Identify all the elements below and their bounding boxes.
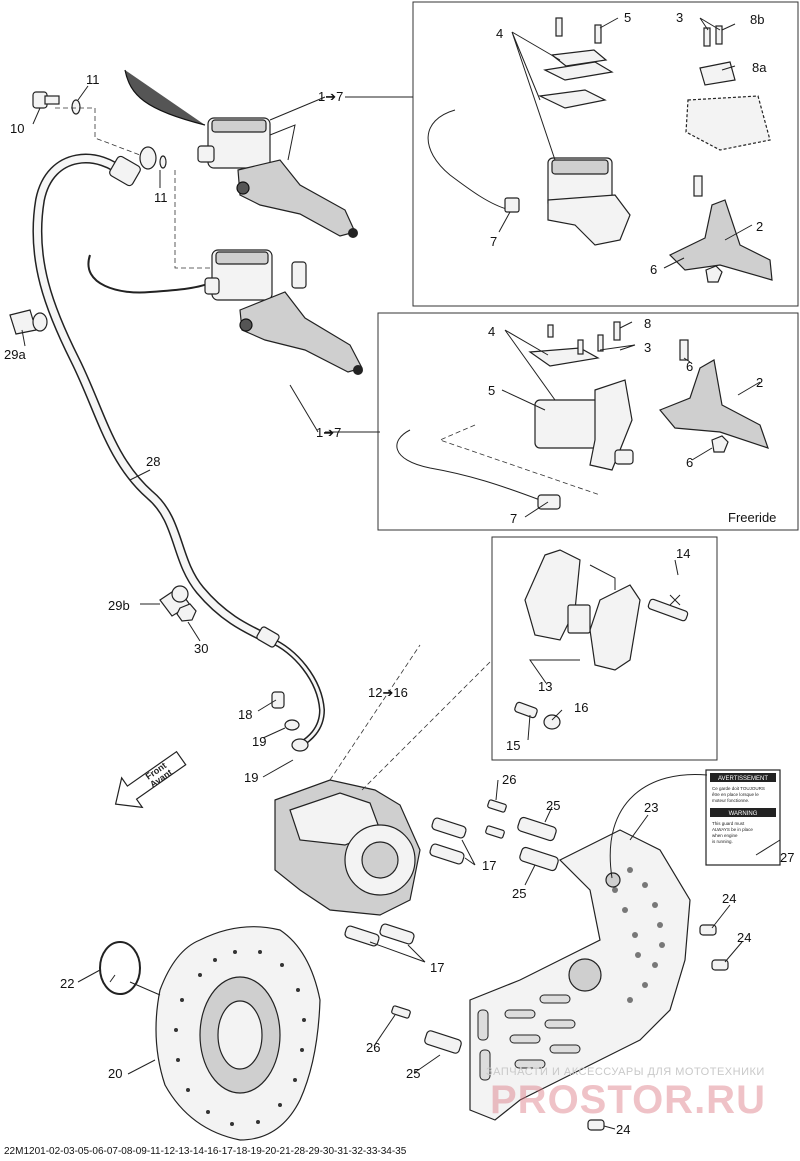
warning-text-fr-2: être en place lorsque le — [712, 792, 759, 797]
o-ring-22 — [99, 941, 141, 995]
box2-callout-7: 7 — [510, 511, 517, 526]
callout-11-bottom: 11 — [154, 190, 168, 205]
caliper-bolts-17 — [344, 817, 467, 947]
front-direction-arrow: Front Avant — [114, 750, 187, 809]
disc-guard-23 — [469, 829, 691, 1121]
warning-title-en: WARNING — [729, 811, 758, 817]
warning-text-fr-3: moteur fonctionne. — [712, 798, 749, 803]
hose-fitting-top — [109, 155, 141, 187]
box1-callout-3: 3 — [676, 10, 683, 25]
callout-29a: 29a — [4, 347, 26, 362]
box3-callout-13: 13 — [538, 679, 552, 694]
spacers-25 — [424, 816, 559, 1054]
box1-callout-4: 4 — [496, 26, 503, 41]
box2-callout-8: 8 — [644, 316, 651, 331]
box2-callout-5: 5 — [488, 383, 495, 398]
callout-29b: 29b — [108, 598, 130, 613]
callout-12-to-16: 12➔16 — [368, 685, 408, 700]
bolts-26 — [391, 799, 507, 1019]
banjo-bolt-10 — [32, 91, 60, 109]
box2-callout-6-top: 6 — [686, 359, 693, 374]
warning-text-fr-1: Ce garde doit TOUJOURS — [712, 786, 765, 791]
callout-1-to-7-bottom: 1➔7 — [316, 425, 341, 440]
box1-callout-5: 5 — [624, 10, 631, 25]
callout-19-top: 19 — [252, 734, 266, 749]
diagram-reference-code: 22M1201-02-03-05-06-07-08-09-11-12-13-14… — [4, 1146, 407, 1157]
warning-label-27: AVERTISSEMENT Ce garde doit TOUJOURS êtr… — [705, 769, 781, 866]
detail-box-master-cylinder — [412, 1, 799, 307]
callout-18: 18 — [238, 707, 252, 722]
callout-27: 27 — [780, 850, 794, 865]
warning-text-en-1: This guard must — [712, 821, 745, 826]
callout-26-top: 26 — [502, 772, 516, 787]
brake-hose-28 — [32, 153, 275, 645]
box3-parts — [514, 549, 689, 730]
warning-text-en-3: when engine — [712, 833, 738, 838]
callout-23: 23 — [644, 800, 658, 815]
box2-callout-2: 2 — [756, 375, 763, 390]
brake-caliper — [271, 691, 421, 916]
warning-text-en-4: is running. — [712, 839, 733, 844]
box1-parts — [427, 17, 773, 283]
brake-disc-20 — [155, 926, 321, 1141]
box2-callout-3: 3 — [644, 340, 651, 355]
callout-25-top: 25 — [546, 798, 560, 813]
box1-callout-8a: 8a — [752, 60, 767, 75]
hose-clip-29a — [9, 309, 48, 335]
box2-parts — [396, 321, 769, 510]
callout-25-middle: 25 — [512, 886, 526, 901]
callout-17-top: 17 — [482, 858, 496, 873]
callout-17-bottom: 17 — [430, 960, 444, 975]
callout-19-bottom: 19 — [244, 770, 258, 785]
master-cylinder-lower — [87, 249, 363, 375]
callout-30: 30 — [194, 641, 208, 656]
callout-24-top: 24 — [722, 891, 736, 906]
master-cylinder-upper — [124, 69, 358, 238]
leader-lines — [21, 17, 781, 1130]
callout-1-to-7-top: 1➔7 — [318, 89, 343, 104]
hose-fitting-bottom — [256, 626, 280, 648]
warning-text-en-2: ALWAYS be in place — [712, 827, 753, 832]
washer-11-top — [71, 99, 81, 115]
nut-30 — [176, 603, 197, 622]
callout-20: 20 — [108, 1066, 122, 1081]
callout-11-top: 11 — [86, 72, 100, 87]
banjo-fitting — [139, 146, 167, 170]
box3-callout-14: 14 — [676, 546, 690, 561]
callout-26-bottom: 26 — [366, 1040, 380, 1055]
box3-callout-15: 15 — [506, 738, 520, 753]
box2-callout-4: 4 — [488, 324, 495, 339]
box1-callout-6: 6 — [650, 262, 657, 277]
box1-callout-8b: 8b — [750, 12, 764, 27]
callout-25-bottom: 25 — [406, 1066, 420, 1081]
box3-callout-16: 16 — [574, 700, 588, 715]
box1-callout-7: 7 — [490, 234, 497, 249]
detail-box-brake-pads — [491, 536, 718, 761]
freeride-label: Freeride — [728, 510, 776, 525]
callout-22: 22 — [60, 976, 74, 991]
callout-24-middle: 24 — [737, 930, 751, 945]
detail-box-freeride — [377, 312, 799, 531]
callout-24-bottom: 24 — [616, 1122, 630, 1137]
box1-callout-2: 2 — [756, 219, 763, 234]
watermark-logo: PROSTOR.RU — [490, 1078, 766, 1122]
callout-10: 10 — [10, 121, 24, 136]
warning-title-fr: AVERTISSEMENT — [718, 776, 768, 782]
watermark-subtitle: ЗАПЧАСТИ И АКСЕССУАРЫ ДЛЯ МОТОТЕХНИКИ — [486, 1066, 765, 1078]
callout-28: 28 — [146, 454, 160, 469]
box2-callout-6-bottom: 6 — [686, 455, 693, 470]
